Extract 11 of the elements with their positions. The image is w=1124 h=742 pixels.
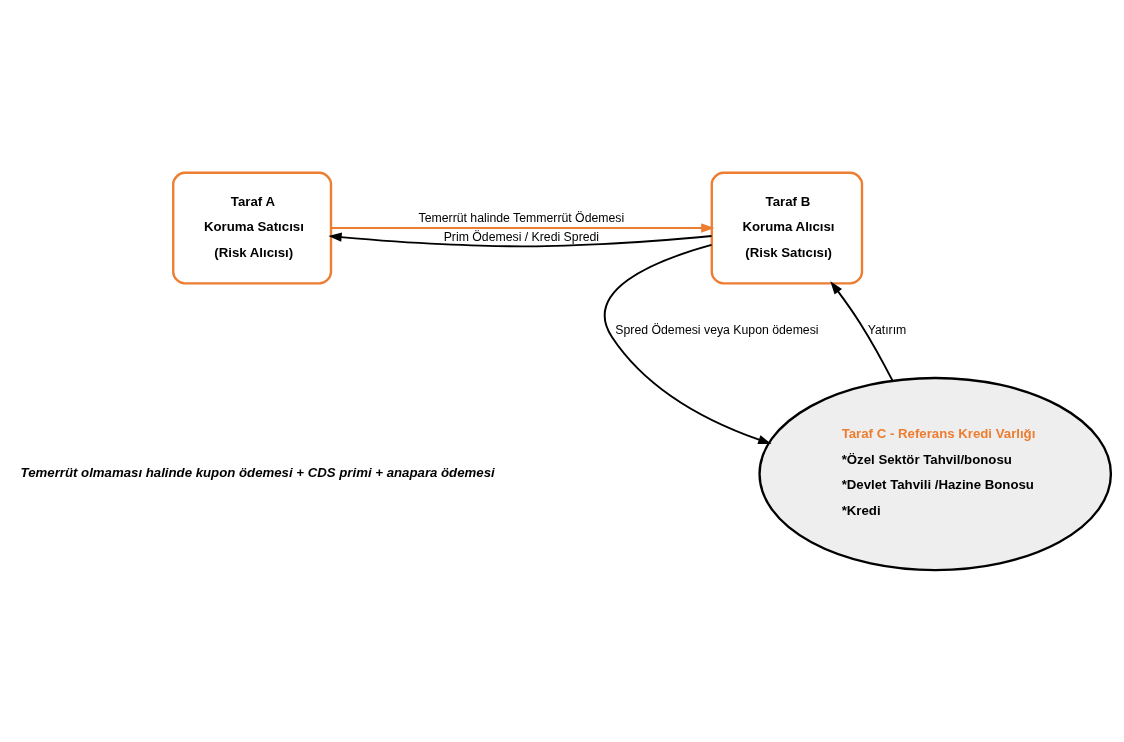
edge-label: Prim Ödemesi / Kredi Spredi <box>443 229 600 244</box>
arrow <box>603 243 772 444</box>
edge-label: Spred Ödemesi veya Kupon ödemesi <box>615 322 819 337</box>
node-box: Taraf A Koruma Satıcısı (Risk Alıcısı) <box>172 171 333 284</box>
node-box: Taraf B Koruma Alıcısı (Risk Satıcısı) <box>710 171 864 284</box>
arrow <box>830 280 894 381</box>
edge-label: Temerrüt halinde Temmerrüt Ödemesi <box>418 210 625 225</box>
arrow <box>330 222 715 233</box>
arrow <box>328 232 713 247</box>
edge-label: Yatırım <box>867 322 907 337</box>
label: Temerrüt olmaması halinde kupon ödemesi + CDS primi + anapara ödemesi <box>20 464 495 480</box>
